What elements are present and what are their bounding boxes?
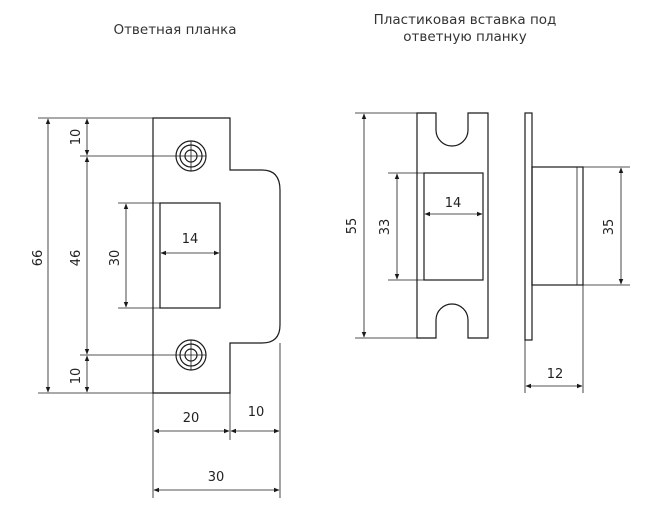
- insert-front-outline: [416, 112, 489, 339]
- dim-insert-opening-height: 33: [378, 219, 393, 236]
- dim-opening-width: 14: [182, 232, 199, 247]
- dim-plate-height: 66: [31, 250, 46, 267]
- dim-insert-depth-height: 35: [602, 219, 617, 236]
- dim-hole-spacing: 46: [69, 250, 84, 267]
- dim-insert-opening-width: 14: [445, 196, 462, 211]
- strike-plate-drawing: 66 10 46 10 30 14 20 10 30: [31, 117, 281, 498]
- insert-title-line2: ответную планку: [403, 29, 527, 45]
- dim-plate-width-left: 20: [183, 411, 200, 426]
- dim-insert-height: 55: [345, 218, 360, 235]
- strike-plate-outline: [152, 117, 281, 394]
- insert-side-body: [531, 166, 584, 286]
- dim-insert-depth: 12: [547, 367, 564, 382]
- insert-title-line1: Пластиковая вставка под: [373, 12, 557, 28]
- dim-bottom-margin: 10: [69, 368, 84, 385]
- top-screw-hole: [175, 140, 207, 172]
- strike-plate-title: Ответная планка: [113, 22, 237, 38]
- insert-opening: [423, 172, 484, 281]
- insert-title: Пластиковая вставка под ответную планку: [355, 12, 575, 46]
- dim-top-margin: 10: [69, 129, 84, 146]
- dim-total-width: 30: [208, 470, 225, 485]
- dim-opening-height: 30: [108, 250, 123, 267]
- dim-lip-width: 10: [248, 405, 265, 420]
- plate-opening: [159, 202, 221, 309]
- bottom-screw-hole: [175, 339, 207, 371]
- insert-drawing: 55 33 14 35 12: [345, 112, 630, 393]
- insert-side-flange: [524, 112, 533, 341]
